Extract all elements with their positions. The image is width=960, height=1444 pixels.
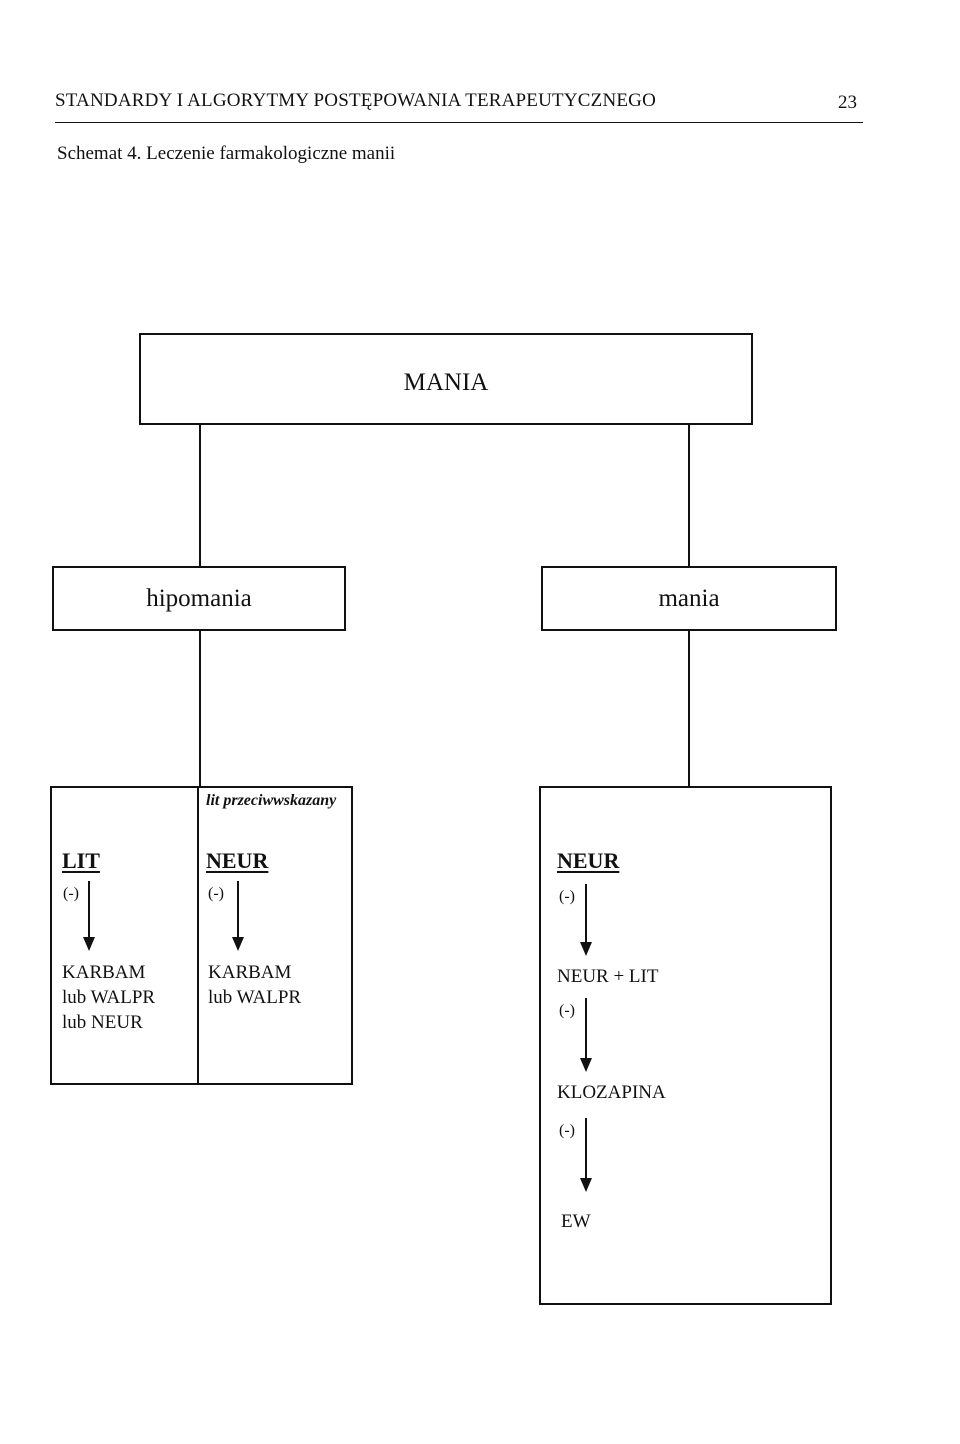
panel-hipomania-treatment bbox=[50, 786, 353, 1085]
alt-line: KARBAM bbox=[62, 962, 146, 983]
node-mania-root-label: MANIA bbox=[403, 369, 489, 396]
connector-root-hipomania bbox=[199, 424, 201, 567]
arrow-label-step2: (-) bbox=[559, 1002, 575, 1019]
arrow-down-icon bbox=[580, 884, 592, 956]
drug-neur-right: NEUR bbox=[557, 848, 620, 873]
arrow-down-icon bbox=[232, 881, 244, 951]
drug-neur-col2: NEUR bbox=[206, 848, 269, 873]
page-number: 23 bbox=[838, 92, 857, 113]
drug-lit: LIT bbox=[62, 848, 100, 873]
connector-mania-panel bbox=[688, 630, 690, 787]
step-klozapina: KLOZAPINA bbox=[557, 1082, 666, 1103]
node-mania-label: mania bbox=[658, 585, 720, 612]
panel-mania-treatment bbox=[539, 786, 832, 1305]
arrow-label-lit: (-) bbox=[63, 885, 79, 902]
connector-root-mania bbox=[688, 424, 690, 567]
alternative-list-col2: KARBAM lub WALPR bbox=[208, 960, 301, 1010]
node-hipomania-label: hipomania bbox=[146, 585, 252, 612]
arrow-label-neur-col2: (-) bbox=[208, 885, 224, 902]
arrow-label-step1: (-) bbox=[559, 888, 575, 905]
note-lit-contraindicated: lit przeciwwskazany bbox=[206, 792, 337, 809]
alt-line: lub NEUR bbox=[62, 1012, 143, 1033]
header-rule bbox=[55, 122, 863, 123]
arrow-down-icon bbox=[83, 881, 95, 951]
connector-hipomania-panel bbox=[199, 630, 201, 787]
step-ew: EW bbox=[561, 1211, 591, 1232]
arrow-down-icon bbox=[580, 998, 592, 1072]
arrow-label-step3: (-) bbox=[559, 1122, 575, 1139]
step-neur-lit: NEUR + LIT bbox=[557, 966, 659, 987]
node-hipomania: hipomania bbox=[52, 566, 346, 631]
panel-divider bbox=[197, 786, 199, 1085]
node-mania: mania bbox=[541, 566, 837, 631]
alternative-list-col1: KARBAM lub WALPR lub NEUR bbox=[62, 960, 155, 1035]
running-header-title: STANDARDY I ALGORYTMY POSTĘPOWANIA TERAP… bbox=[55, 90, 657, 111]
alt-line: KARBAM bbox=[208, 962, 292, 983]
node-mania-root: MANIA bbox=[139, 333, 753, 425]
figure-caption: Schemat 4. Leczenie farmakologiczne mani… bbox=[57, 143, 396, 164]
alt-line: lub WALPR bbox=[62, 987, 156, 1008]
alt-line: lub WALPR bbox=[208, 987, 302, 1008]
arrow-down-icon bbox=[580, 1118, 592, 1192]
